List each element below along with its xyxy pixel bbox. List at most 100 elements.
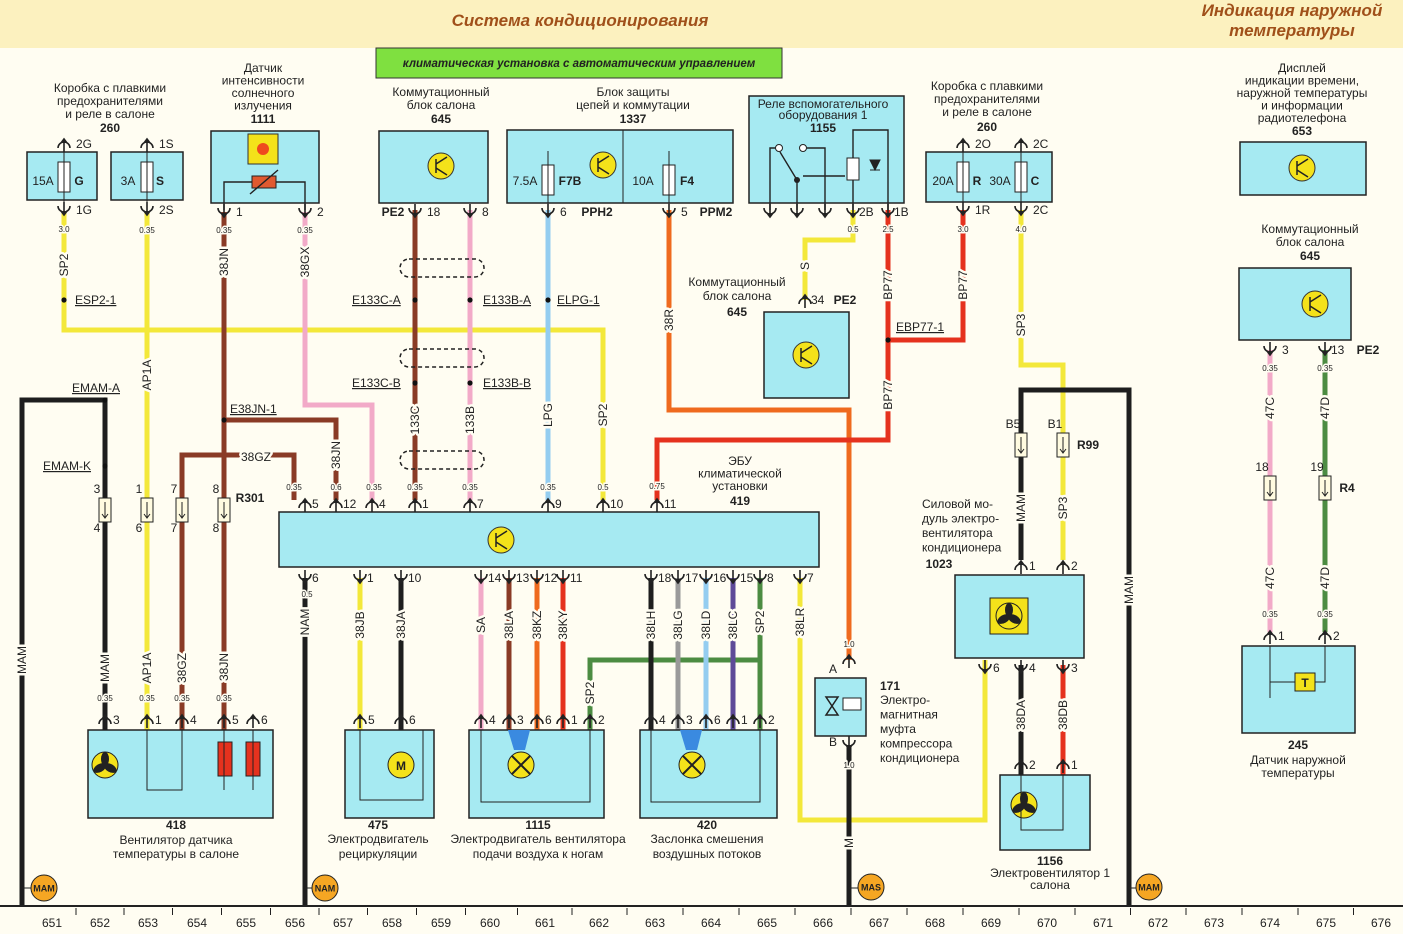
component-label: климатической — [698, 467, 782, 481]
internal-wiring — [146, 730, 254, 791]
component-number: 1155 — [810, 121, 836, 135]
splice-label: E133C-B — [352, 376, 401, 390]
motor-icon — [387, 751, 415, 779]
wire-label: SP3 — [1014, 313, 1028, 336]
pin-number: 1 — [155, 713, 162, 727]
ecu-pin: 4 — [379, 497, 386, 511]
component-number: 1111 — [251, 112, 276, 126]
wire-sp3 — [1018, 210, 1066, 560]
pin-number: 1B — [894, 205, 909, 219]
wire-label: SP2 — [57, 253, 71, 276]
component-label: температуры — [1261, 766, 1334, 780]
relay-coil-icon — [846, 157, 860, 181]
grid-number: 657 — [333, 916, 353, 930]
component-label: установки — [712, 479, 768, 493]
ecu-pin: 8 — [767, 571, 774, 585]
splice-label: E133C-A — [352, 293, 401, 307]
pin-connector-icon — [408, 497, 422, 512]
wire-gauge: 0.35 — [139, 694, 155, 703]
transistor-icon — [589, 151, 617, 179]
mix-flap-420 — [639, 729, 778, 819]
contact — [794, 177, 800, 183]
pin-connector-icon — [140, 713, 154, 728]
fan-blade — [1007, 614, 1021, 624]
aux-relay-1155 — [748, 95, 905, 204]
pin-number: 2C — [1033, 137, 1049, 151]
wire-label: 133C — [408, 405, 422, 434]
transistor-symbol — [597, 155, 610, 175]
pin-connector-icon — [541, 497, 555, 512]
shield-twist-icon — [399, 348, 485, 368]
pin-connector-icon — [502, 713, 516, 728]
ecu-pin: 12 — [544, 571, 558, 585]
ecu-pin: 7 — [807, 571, 814, 585]
wire-gauge: 0.35 — [297, 226, 313, 235]
wire-gauge: 1.0 — [843, 640, 855, 649]
grid-number: 655 — [236, 916, 256, 930]
pin-connector-icon — [394, 713, 408, 728]
component-number: 260 — [977, 120, 997, 134]
internal-wiring — [480, 730, 591, 803]
fuse-rating: 7.5A — [513, 174, 538, 188]
component-number: 1337 — [620, 112, 647, 126]
wire-38gz — [179, 452, 297, 730]
pin-connector-icon — [329, 497, 343, 512]
pin-number: 3 — [113, 713, 120, 727]
variable-arrow — [249, 169, 279, 195]
ecu-pin: 13 — [516, 571, 530, 585]
pin-number: 34 — [811, 293, 825, 307]
pin-connector-icon — [650, 497, 664, 512]
transistor-icon — [487, 526, 515, 554]
ecu-pin: 5 — [312, 497, 319, 511]
component-label: ЭБУ — [728, 454, 752, 468]
pin-number: 7 — [171, 482, 178, 496]
fan-blade — [101, 752, 109, 766]
pin-connector-icon — [1014, 660, 1028, 675]
relay-contacts — [769, 129, 889, 210]
pin-connector-icon — [842, 653, 856, 668]
component-label: Коробка с плавкими — [54, 81, 166, 95]
wire-mam — [1018, 387, 1132, 906]
component-label: Коммутационный — [392, 85, 489, 99]
pin-connector-icon — [763, 204, 777, 219]
splice-label: EMAM-A — [72, 381, 120, 395]
pin-number: 3 — [686, 713, 693, 727]
ground-label: MAM — [33, 884, 55, 894]
wire-label: 47D — [1318, 397, 1332, 419]
grid-number: 651 — [42, 916, 62, 930]
wire-gauge: 0.35 — [407, 483, 423, 492]
pin-number: 6 — [545, 713, 552, 727]
pin-number: 5 — [368, 713, 375, 727]
wire-label: BP77 — [881, 380, 895, 410]
wire-label: SA — [474, 617, 488, 633]
grid-number: 673 — [1204, 916, 1224, 930]
connector-id: PE2 — [382, 205, 405, 219]
shield-twist-icon — [399, 258, 485, 278]
pin-connector-icon — [140, 137, 154, 152]
wire-gauge: 0.6 — [330, 483, 342, 492]
connector-id: PPM2 — [700, 205, 733, 219]
component-label: Электродвигатель вентилятора — [450, 832, 626, 846]
ecu-pin: 11 — [664, 497, 677, 511]
wire-sp2 — [61, 212, 606, 500]
pin-number: 4 — [489, 713, 496, 727]
wire-label: AP1A — [140, 653, 154, 684]
wire-label: 38JN — [217, 248, 231, 276]
pin-number: 1 — [1071, 758, 1078, 772]
pin-number: 6 — [714, 713, 721, 727]
wire-gauge: 0.35 — [139, 226, 155, 235]
connector-arrow — [1321, 480, 1329, 497]
connector-id: PE2 — [834, 293, 857, 307]
pin-number: 6 — [993, 661, 1000, 675]
wire-segment — [666, 210, 852, 660]
pin-number: 2 — [1029, 758, 1036, 772]
pin-number: 8 — [482, 205, 489, 219]
wire-label: 133B — [463, 406, 477, 434]
wire-label: 38KZ — [530, 611, 544, 640]
fan-blade — [1012, 803, 1026, 813]
transistor-symbol — [435, 156, 448, 176]
grid-number: 675 — [1316, 916, 1336, 930]
wire-label: 38GX — [298, 247, 312, 278]
wire-gauge: 0.35 — [174, 694, 190, 703]
wire-gauge: 2.5 — [882, 225, 894, 234]
